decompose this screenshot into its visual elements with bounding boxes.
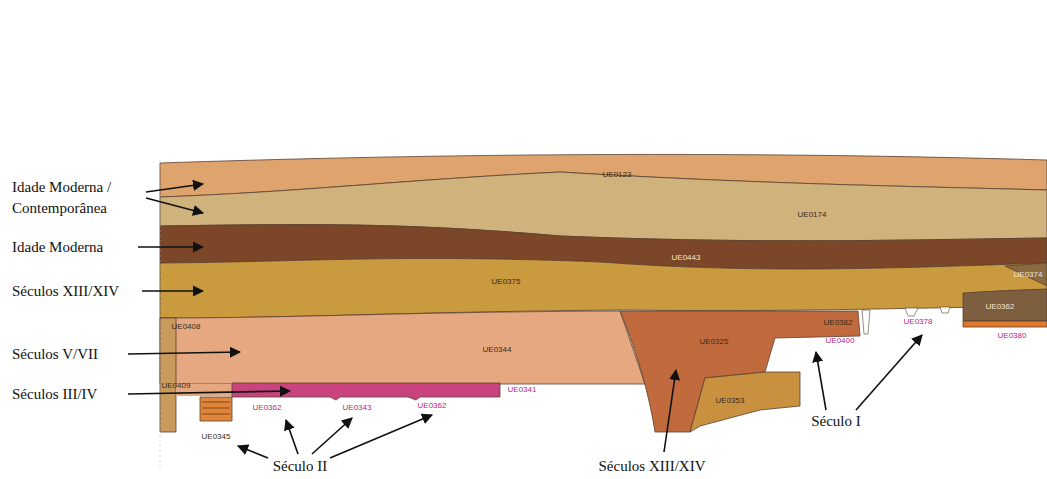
unit-label: UE0341 — [508, 385, 537, 395]
period-label: Séculos XIII/XIV — [12, 282, 119, 300]
period-label: Idade Moderna — [12, 238, 103, 256]
period-label: Século I — [811, 412, 861, 430]
period-label: Séculos V/VII — [12, 345, 98, 363]
period-label: Idade Moderna / Contemporânea — [12, 177, 137, 219]
unit-label: UE0123 — [603, 170, 632, 180]
unit-label: UE0362 — [253, 403, 282, 413]
period-label: Séculos XIII/XIV — [598, 457, 705, 475]
layer-ue0374 — [1005, 263, 1047, 286]
unit-label: UE0344 — [483, 345, 512, 355]
unit-label: UE0375 — [492, 277, 521, 287]
period-label: Século II — [273, 457, 328, 475]
unit-label: UE0362 — [418, 401, 447, 411]
layer-ue0353 — [690, 372, 800, 432]
unit-label: UE0374 — [1014, 270, 1043, 280]
layer-ue0345 — [200, 397, 232, 421]
layer-ue0362-right — [963, 289, 1047, 321]
layer-ue0408 — [160, 318, 176, 432]
layer-ue0325 — [620, 311, 860, 432]
layer-ue0380 — [963, 321, 1047, 327]
leader-arrows — [128, 184, 922, 458]
layer-ue0375 — [160, 258, 1047, 318]
unit-label: UE0353 — [716, 396, 745, 406]
unit-label: UE0408 — [172, 322, 201, 332]
unit-label: UE0345 — [202, 432, 231, 442]
unit-label: UE0380 — [998, 331, 1027, 341]
unit-label: UE0382 — [824, 318, 853, 328]
period-label: Séculos III/IV — [12, 385, 97, 403]
unit-label: UE0343 — [343, 403, 372, 413]
unit-label: UE0378 — [904, 317, 933, 327]
unit-label: UE0362 — [986, 302, 1015, 312]
unit-label: UE0325 — [700, 337, 729, 347]
unit-label: UE0409 — [162, 381, 191, 391]
unit-label: UE0443 — [672, 253, 701, 263]
unit-label: UE0174 — [798, 210, 827, 220]
unit-label: UE0400 — [826, 336, 855, 346]
layer-ue0344 — [160, 311, 645, 384]
